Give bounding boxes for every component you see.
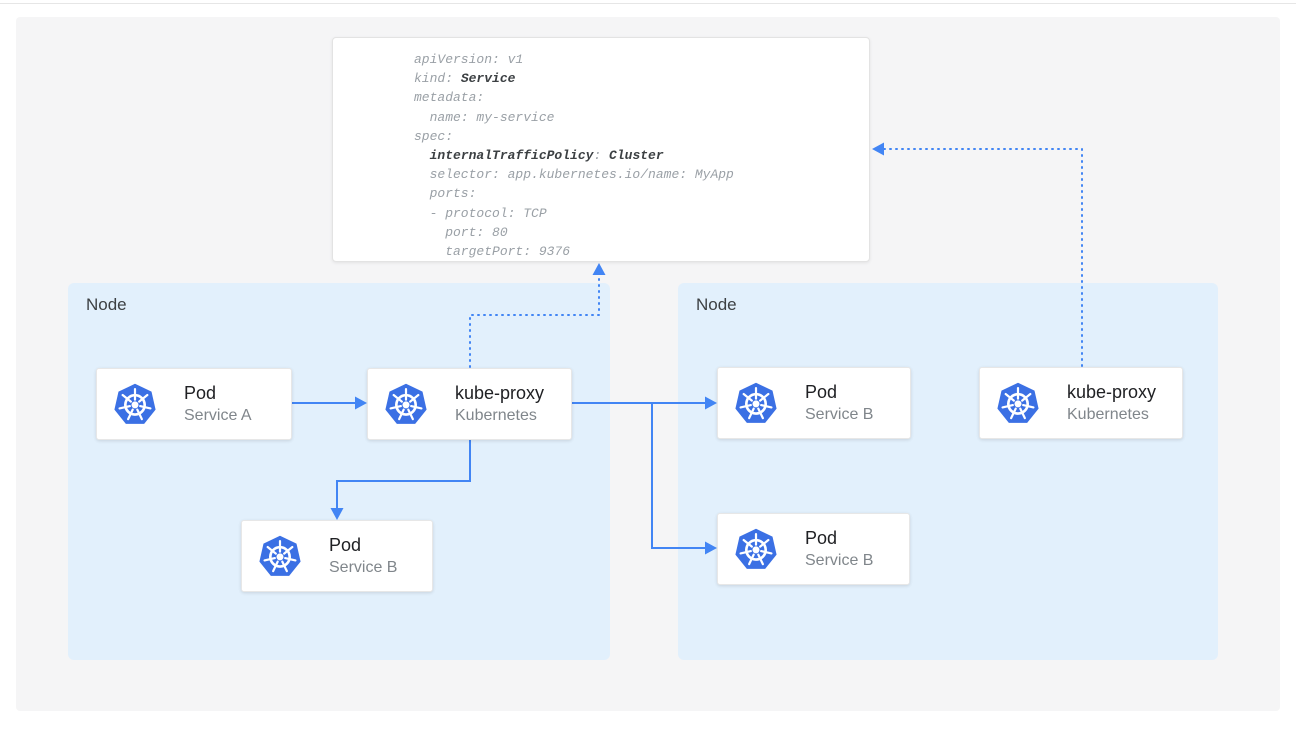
node-box-left: Node (68, 283, 610, 660)
kubernetes-icon (114, 383, 156, 424)
card-title: Pod (184, 383, 217, 403)
node-label: Node (696, 295, 737, 314)
kubernetes-icon (735, 382, 777, 423)
node-label: Node (86, 295, 127, 314)
card-title: kube-proxy (1067, 382, 1157, 402)
pod-card-service-b-right-bottom: Pod Service B (717, 513, 910, 585)
top-divider (0, 3, 1296, 4)
kube-proxy-card-left: kube-proxy Kubernetes (367, 368, 572, 440)
kubernetes-icon (735, 528, 777, 569)
yaml-code-line: kind: Service (414, 71, 516, 87)
card-title: Pod (329, 535, 362, 555)
pod-card-service-b-right-top: Pod Service B (717, 367, 911, 439)
yaml-code-line: internalTrafficPolicy: Cluster (429, 148, 664, 164)
card-subtitle: Service B (805, 552, 874, 569)
card-subtitle: Service A (184, 407, 252, 424)
pod-card-service-b-left: Pod Service B (241, 520, 433, 592)
card-subtitle: Kubernetes (455, 407, 537, 424)
yaml-code-line: name: my-service (414, 109, 555, 125)
kubernetes-icon (997, 382, 1039, 423)
card-subtitle: Kubernetes (1067, 406, 1149, 423)
kube-proxy-card-right: kube-proxy Kubernetes (979, 367, 1183, 439)
yaml-code-line: metadata: (414, 90, 485, 106)
card-title: Pod (805, 528, 838, 548)
card-title: kube-proxy (455, 383, 545, 403)
yaml-code-line: spec: (414, 128, 454, 144)
card-title: Pod (805, 382, 838, 402)
yaml-code-line: selector: app.kubernetes.io/name: MyApp (414, 167, 734, 183)
service-yaml-card: apiVersion: v1 kind: Service metadata: n… (332, 37, 870, 262)
yaml-code-line: ports: (414, 186, 477, 202)
node-box-right: Node (678, 283, 1218, 660)
yaml-code-line: apiVersion: v1 (414, 52, 524, 67)
pod-card-service-a: Pod Service A (96, 368, 292, 440)
yaml-code-line: targetPort: 9376 (414, 244, 571, 260)
yaml-code-block: apiVersion: v1 kind: Service metadata: n… (414, 50, 734, 261)
card-subtitle: Service B (329, 559, 398, 576)
yaml-code-line: - protocol: TCP (414, 205, 547, 221)
card-subtitle: Service B (805, 406, 874, 423)
kubernetes-icon (385, 383, 427, 424)
yaml-code-line: port: 80 (414, 224, 508, 240)
kubernetes-icon (259, 535, 301, 576)
